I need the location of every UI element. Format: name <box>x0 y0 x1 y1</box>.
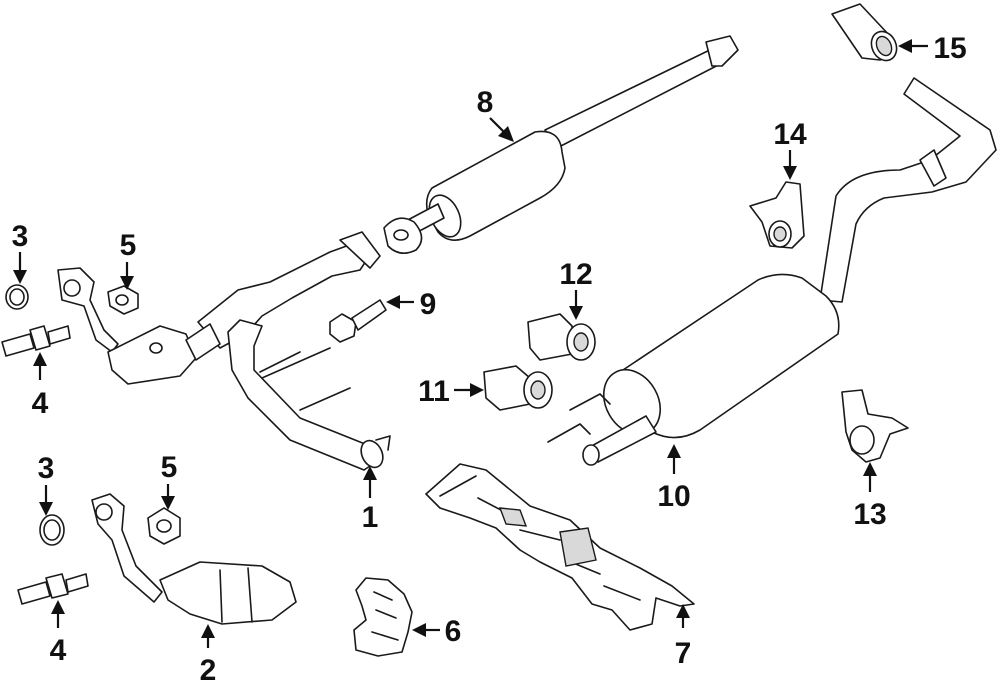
upper-catalytic-converter <box>57 267 221 385</box>
callout-3-upper: 3 <box>12 220 29 253</box>
callout-10: 10 <box>657 480 690 513</box>
part-3-gasket-upper <box>5 284 29 310</box>
callout-11: 11 <box>418 375 450 408</box>
part-2-catalytic-converter <box>91 493 297 625</box>
callout-12: 12 <box>559 258 592 291</box>
part-15-exhaust-tip <box>831 3 898 62</box>
callout-1: 1 <box>362 501 379 534</box>
part-4-stud-lower <box>17 573 89 605</box>
part-14-hanger <box>749 181 805 249</box>
callout-14: 14 <box>773 118 807 151</box>
part-7-heat-shield <box>425 463 695 631</box>
callout-5-lower: 5 <box>161 451 178 484</box>
part-5-nut-lower <box>147 507 181 545</box>
part-10-muffler <box>547 77 997 466</box>
callout-6: 6 <box>445 615 462 648</box>
callout-3-lower: 3 <box>38 452 55 485</box>
callout-labels: 1 2 3 3 4 4 5 5 6 7 8 9 10 11 12 13 14 1… <box>12 32 967 686</box>
part-5-nut-upper <box>107 285 139 315</box>
callout-7: 7 <box>675 637 692 670</box>
callout-5-upper: 5 <box>120 229 137 262</box>
part-13-hanger <box>841 389 909 463</box>
part-3-gasket-lower <box>39 514 65 546</box>
part-9-bolt <box>329 299 387 343</box>
callout-9: 9 <box>420 288 437 321</box>
leader-lines <box>13 39 928 648</box>
callout-8: 8 <box>477 86 494 119</box>
callout-15: 15 <box>933 32 966 65</box>
part-1-front-pipe <box>197 231 391 471</box>
callout-2: 2 <box>200 654 217 686</box>
part-11-hanger <box>483 365 553 411</box>
callout-13: 13 <box>853 498 886 531</box>
callout-4-upper: 4 <box>32 387 49 420</box>
callout-4-lower: 4 <box>50 634 67 667</box>
part-4-stud-upper <box>1 325 71 357</box>
part-12-hanger <box>527 313 596 361</box>
part-6-heat-shield <box>353 577 413 657</box>
part-8-resonator <box>383 35 739 254</box>
